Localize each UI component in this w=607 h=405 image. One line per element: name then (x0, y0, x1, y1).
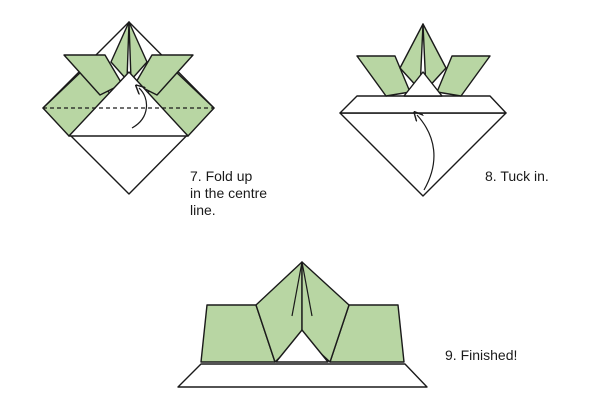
step-9-caption: 9. Finished! (445, 347, 517, 364)
step-7-inner-triangle (68, 71, 189, 137)
step-9-crease-left (291, 261, 303, 317)
step-7-center-right (128, 21, 148, 81)
step-8-tuck-arrow (417, 115, 435, 191)
step-8-right-flap (436, 55, 491, 97)
step-7-caption-line-1: 7. Fold up (190, 168, 253, 184)
step-9-figure (177, 261, 428, 388)
step-9-inner-triangle (275, 329, 329, 363)
step-9-base-band (177, 363, 428, 388)
step-9-crease-right (301, 261, 313, 317)
step-8-bottom-triangle (339, 112, 507, 197)
step-8-left-flap (356, 55, 411, 97)
step-7-caption: 7. Fold up in the centre line. (190, 168, 267, 219)
step-8-figure (339, 23, 507, 197)
step-8-caption-line-1: 8. Tuck in. (485, 168, 549, 184)
step-9-peak-right (301, 261, 350, 363)
step-7-fold-arrow (131, 88, 147, 129)
step-8-center-right (422, 23, 447, 91)
step-7-caption-line-3: line. (190, 202, 216, 218)
step-8-inner-triangle (403, 71, 443, 97)
step-8-caption: 8. Tuck in. (485, 168, 549, 185)
step-7-figure (42, 21, 215, 195)
step-7-caption-line-2: in the centre (190, 185, 268, 201)
step-8-band (339, 95, 507, 114)
step-9-caption-line-1: 9. Finished! (445, 347, 518, 363)
step-7-center-left (110, 21, 130, 81)
step-8-center-left (399, 23, 424, 91)
